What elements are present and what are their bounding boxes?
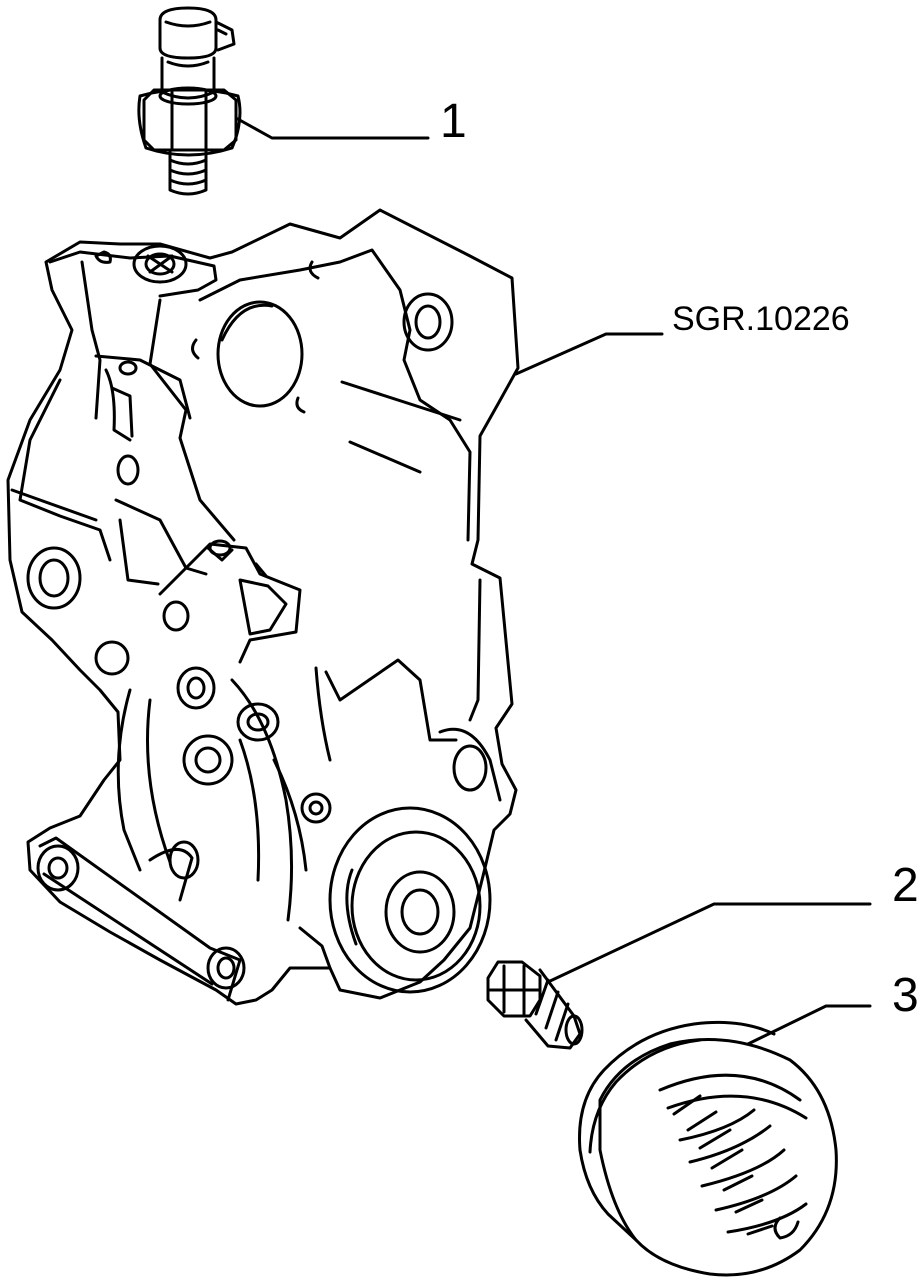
leader-line-1 — [236, 118, 428, 138]
oil-pump-housing-icon — [8, 210, 518, 1004]
oil-pressure-switch-icon — [139, 8, 240, 194]
leader-line-ref — [516, 334, 662, 374]
oil-filter-cartridge-icon — [580, 1022, 837, 1275]
drawing-reference-code: SGR.10226 — [672, 300, 850, 338]
leader-line-2 — [548, 904, 870, 982]
threaded-union-icon — [488, 962, 582, 1048]
leader-line-3 — [748, 1006, 870, 1044]
callout-label-2: 2 — [892, 859, 919, 912]
callout-label-3: 3 — [892, 969, 919, 1022]
callout-label-1: 1 — [440, 95, 467, 148]
